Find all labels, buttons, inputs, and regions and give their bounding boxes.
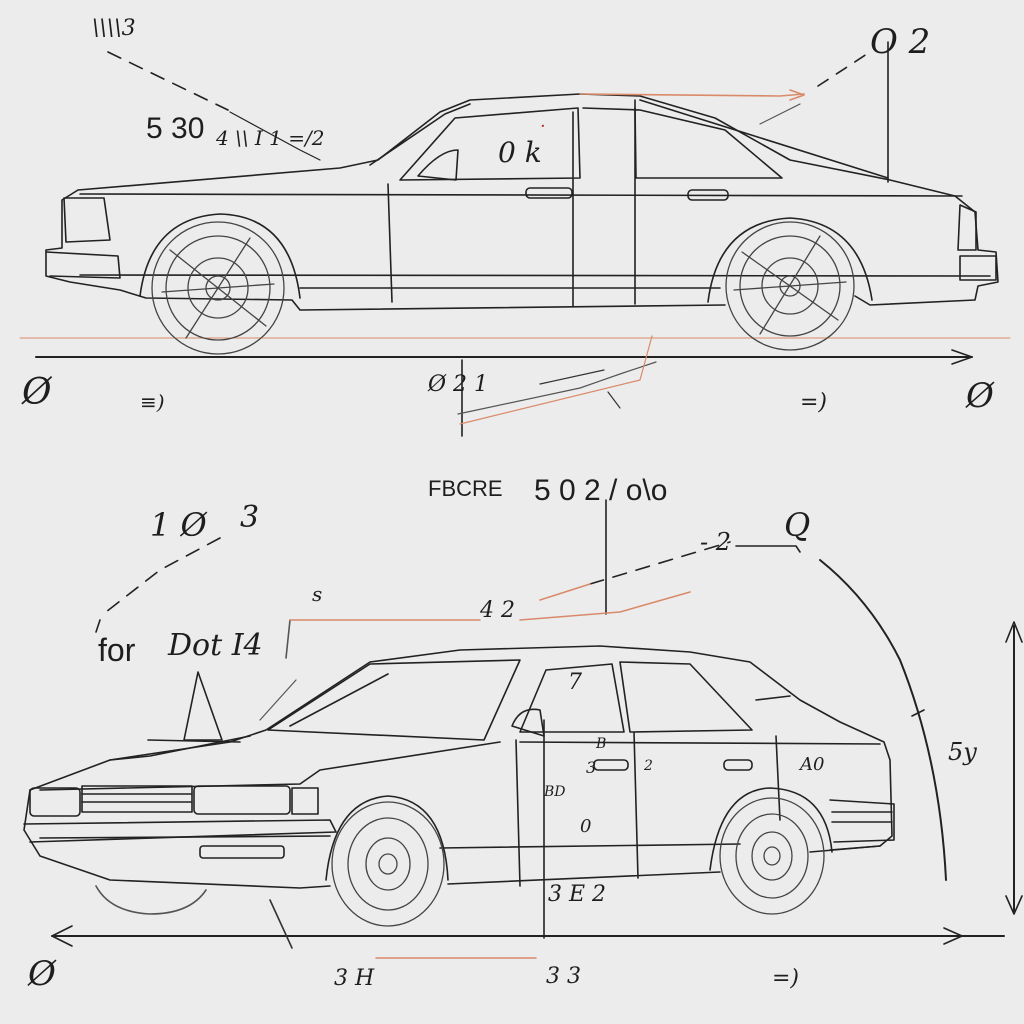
top-door-handle-rear: [687, 189, 729, 201]
top-right-mark: O 2: [870, 22, 931, 62]
bottom-cone: [183, 671, 223, 741]
top-right-dash-leader: [817, 51, 871, 87]
bottom-headlamp-left: [29, 787, 81, 817]
top-heading-number: 5 30: [146, 112, 205, 145]
bottom-car: [23, 499, 1023, 959]
top-left-dimension: ≡): [140, 390, 165, 414]
bottom-rear-arch: [709, 787, 833, 871]
bottom-mirror: [511, 708, 545, 737]
bottom-ground-arrow-right: [943, 927, 963, 945]
bottom-panel-b: B: [596, 736, 607, 752]
bottom-door-number: 3: [586, 758, 597, 777]
bottom-rear-side-window: [619, 661, 753, 733]
top-right-glyph: Ø: [966, 376, 994, 416]
top-right-dimension: =): [800, 390, 828, 415]
bottom-for-text: for: [98, 632, 136, 668]
top-front-wheel: [151, 221, 285, 355]
top-side-glass: [399, 107, 581, 181]
bottom-rear-wheel: [719, 797, 825, 915]
bottom-front-side-window: [519, 663, 625, 733]
top-center-dimension: Ø 2 1: [428, 372, 489, 397]
top-cabin-mark: 0 k: [498, 136, 542, 169]
bottom-small-s: s: [312, 582, 323, 606]
top-door-handle-front: [525, 187, 573, 199]
top-left-glyph: Ø: [22, 372, 52, 413]
bottom-right-loop: Q: [784, 506, 811, 544]
top-rear-arch: [707, 217, 873, 303]
bottom-dash-leader: [589, 541, 731, 585]
bottom-door-handle-rear: [723, 759, 753, 771]
top-rear-glass: [582, 107, 783, 179]
bottom-title-word: FBCRE: [428, 476, 503, 501]
bottom-pillar-number: 7: [568, 670, 582, 695]
top-front-arch: [139, 213, 301, 299]
bottom-headlamp-right: [193, 785, 291, 815]
bottom-front-arch: [325, 795, 449, 881]
top-left-mark: \\\\3: [92, 16, 136, 41]
bottom-upper-number: 3: [240, 500, 260, 535]
bottom-left-dimension: 3 H: [334, 966, 375, 991]
top-left-dash-leader: [107, 51, 229, 111]
bottom-side-dimension: 5y: [948, 738, 977, 766]
bottom-door-number-2: 2: [644, 758, 653, 774]
bottom-door-handle-front: [593, 759, 629, 771]
bottom-dash-number: - 2: [700, 528, 732, 556]
bottom-center-dimension: 3 3: [546, 964, 581, 989]
bottom-door-line-mid: [633, 731, 639, 879]
bottom-ground-arrow-left: [51, 925, 73, 947]
top-mirror: [417, 149, 459, 181]
bottom-left-glyph: Ø: [28, 954, 56, 994]
top-cabin-red-mark: ·: [540, 116, 546, 137]
top-headlamp: [63, 197, 111, 243]
top-taillamp: [957, 204, 977, 251]
bottom-upper-mark: 1 Ø: [150, 506, 207, 544]
bottom-door-line-rear: [775, 735, 781, 821]
top-door-line-front: [387, 183, 393, 303]
top-rear-wheel: [725, 221, 855, 351]
bottom-panel-ao: A0: [800, 754, 825, 775]
bottom-panel-bd: BD: [544, 784, 566, 800]
top-heading-scribble: 4 \\ I 1 =/2: [216, 126, 325, 150]
bottom-for-mark: Dot I4: [168, 628, 263, 663]
bottom-title-number: 5 0 2 / o\o: [534, 474, 668, 507]
bottom-handle-mark: 0: [580, 816, 592, 837]
top-car: [19, 41, 1011, 437]
bottom-door-line-front: [515, 739, 521, 887]
bottom-right-dimension: =): [772, 966, 800, 991]
top-ground-arrow: [951, 349, 973, 365]
bottom-arc: [819, 559, 947, 881]
bottom-rocker-mark: 3 E 2: [548, 882, 607, 907]
bottom-hood: [39, 741, 501, 791]
bottom-tire-shadow: [95, 885, 207, 915]
top-windshield: [369, 103, 471, 166]
bottom-grille: [81, 785, 193, 813]
top-car-body: [45, 93, 999, 311]
bottom-left-dash-leader: [105, 537, 221, 613]
bottom-windshield: [267, 659, 521, 741]
bottom-mid-mark: 4 2: [480, 598, 515, 623]
bottom-front-wheel: [331, 801, 445, 927]
